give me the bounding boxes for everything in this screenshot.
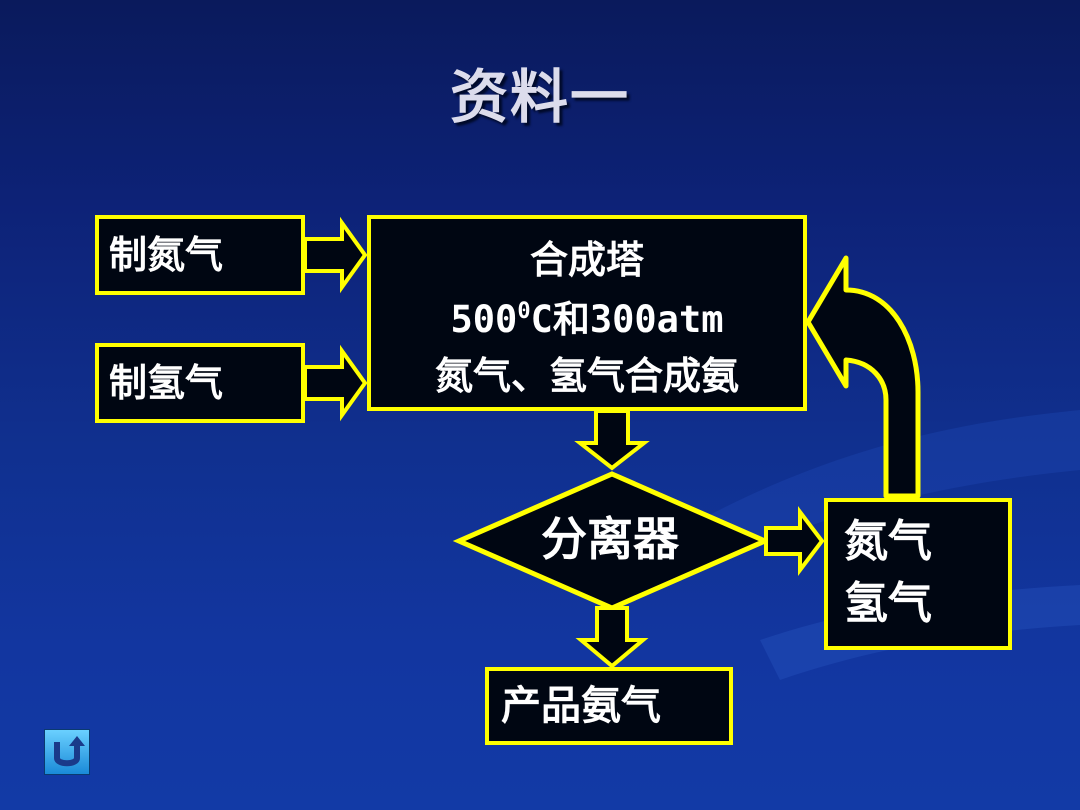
product-label: 产品氨气 <box>501 683 661 729</box>
back-button[interactable] <box>44 729 90 775</box>
product-box: 产品氨气 <box>485 667 733 745</box>
condition-temp: 500 <box>450 298 518 341</box>
make-nitrogen-box: 制氮气 <box>95 215 305 295</box>
u-turn-back-icon <box>54 736 85 767</box>
recycle-box: 氮气 氢气 <box>824 498 1012 650</box>
arrow-hydrogen-to-tower <box>303 344 368 422</box>
condition-temp-superscript: 0 <box>517 299 531 324</box>
make-nitrogen-label: 制氮气 <box>109 233 224 277</box>
condition-rest: C和300atm <box>530 298 724 341</box>
make-hydrogen-box: 制氢气 <box>95 343 305 423</box>
arrow-tower-to-separator <box>574 409 650 471</box>
arrow-separator-to-recycle <box>764 506 825 576</box>
page-title: 资料一 <box>449 63 630 131</box>
separator-label: 分离器 <box>541 512 679 566</box>
arrow-separator-to-product <box>575 606 649 669</box>
recycle-line-2: 氢气 <box>844 578 932 629</box>
synthesis-tower-reaction: 氮气、氢气合成氨 <box>434 354 739 398</box>
synthesis-tower-name: 合成塔 <box>529 238 644 282</box>
arrow-nitrogen-to-tower <box>303 216 368 294</box>
synthesis-tower-box: 合成塔 5000C和300atm 氮气、氢气合成氨 <box>367 215 807 411</box>
synthesis-tower-conditions: 5000C和300atm <box>371 298 803 341</box>
recycle-line-1: 氮气 <box>844 516 932 567</box>
arrow-recycle-to-tower <box>805 255 921 499</box>
make-hydrogen-label: 制氢气 <box>109 361 224 405</box>
